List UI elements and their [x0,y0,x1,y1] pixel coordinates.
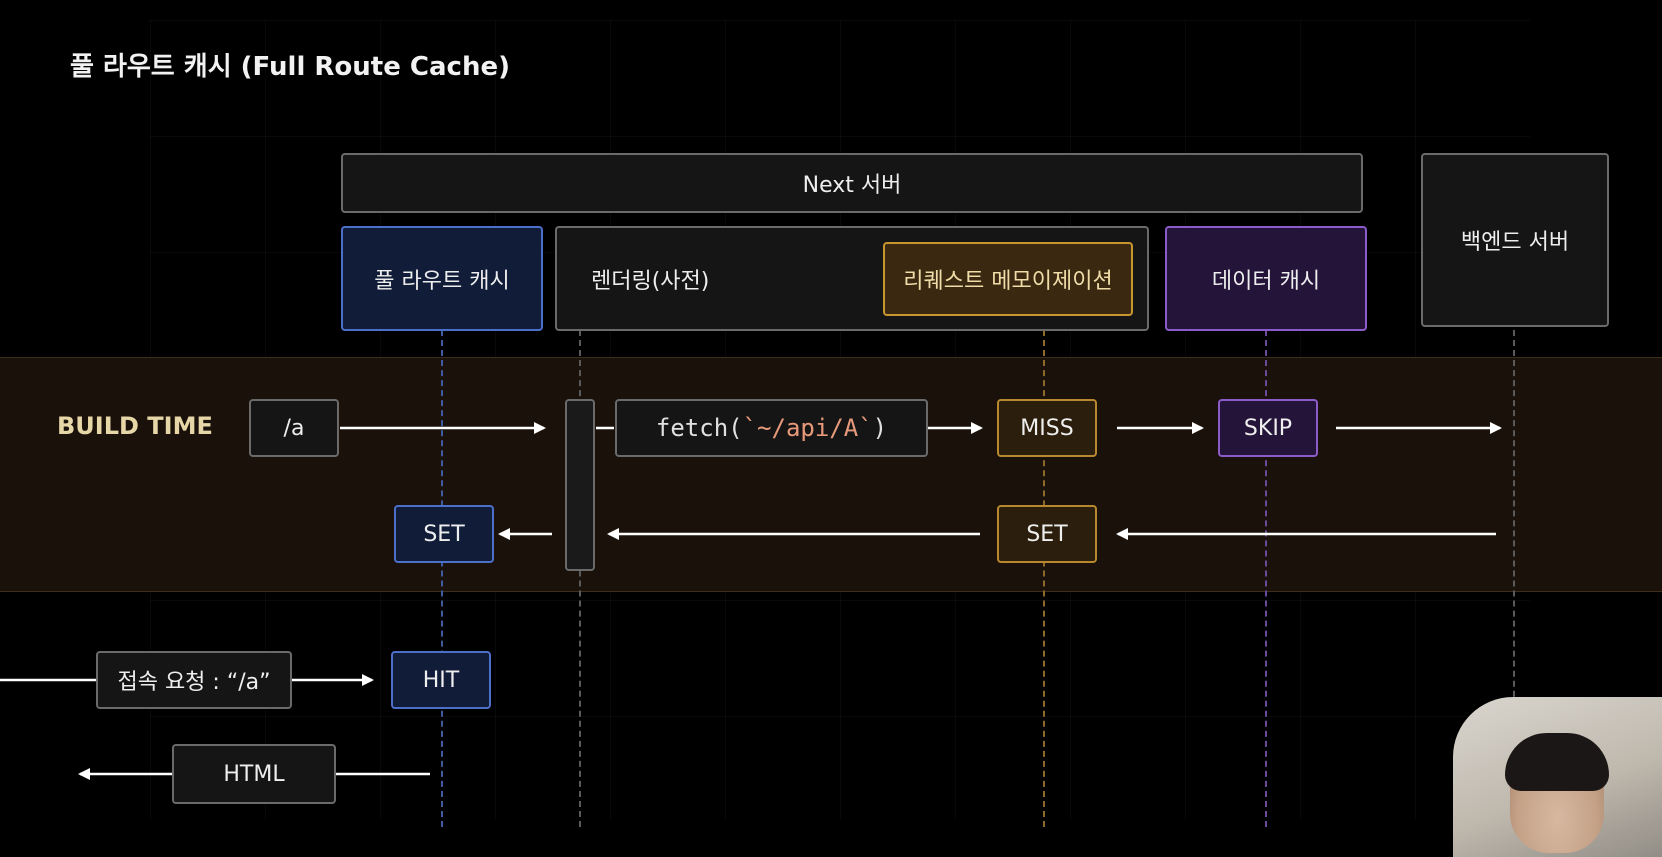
skip-label: SKIP [1243,415,1293,441]
arrows-layer [0,422,1502,780]
data-cache-box: 데이터 캐시 [1165,226,1367,331]
request-memoization-box: 리퀘스트 메모이제이션 [883,242,1133,316]
backend-server-box: 백엔드 서버 [1421,153,1609,327]
hit-box: HIT [391,651,491,709]
set-memoization-box: SET [997,505,1097,563]
lifeline-full-route-cache [441,330,443,827]
lifeline-backend-server [1513,330,1515,827]
lifeline-data-cache [1265,330,1267,827]
page-title: 풀 라우트 캐시 (Full Route Cache) [70,52,510,82]
presenter-webcam [1453,697,1662,857]
fetch-close: ) [872,414,888,442]
set-memoization-label: SET [1026,521,1068,547]
build-time-label: BUILD TIME [57,412,213,440]
backend-server-label: 백엔드 서버 [1460,230,1570,255]
full-route-cache-box: 풀 라우트 캐시 [341,226,543,331]
set-full-route-cache-box: SET [394,505,494,563]
data-cache-label: 데이터 캐시 [1211,268,1321,294]
miss-label: MISS [1020,415,1074,441]
lifeline-request-memoization [1043,330,1045,827]
next-server-label: Next 서버 [802,173,902,198]
next-server-box: Next 서버 [341,153,1363,213]
html-box: HTML [172,744,336,804]
access-request-label: 접속 요청 : “/a” [117,670,271,695]
miss-box: MISS [997,399,1097,457]
request-memoization-label: 리퀘스트 메모이제이션 [903,269,1113,294]
hit-label: HIT [422,667,460,693]
fetch-url: `~/api/A` [742,414,873,442]
set-full-route-cache-label: SET [423,521,465,547]
rendering-activation-bar [565,399,595,571]
lifeline-rendering [579,330,581,827]
route-label: /a [283,415,305,441]
build-time-band [0,357,1662,592]
fetch-function: fetch( [655,414,743,442]
full-route-cache-label: 풀 라우트 캐시 [374,268,510,294]
fetch-call-box: fetch(`~/api/A`) [615,399,928,457]
rendering-label: 렌더링(사전) [591,268,710,294]
route-box: /a [249,399,339,457]
skip-box: SKIP [1218,399,1318,457]
html-label: HTML [223,761,285,787]
access-request-box: 접속 요청 : “/a” [96,651,292,709]
presenter-hair [1505,733,1609,791]
